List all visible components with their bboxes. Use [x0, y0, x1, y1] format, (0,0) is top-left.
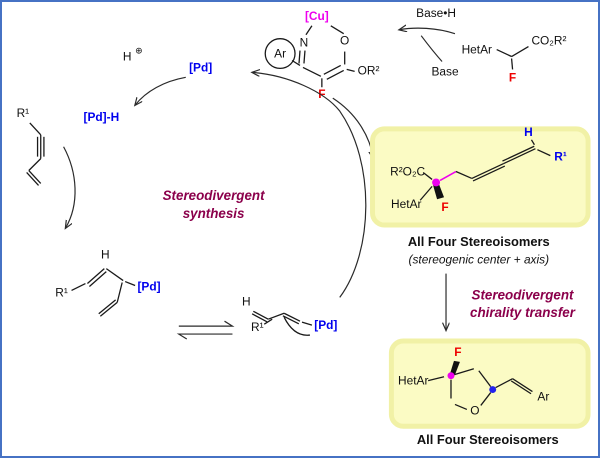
stereodivergent-synthesis-line1: Stereodivergent [163, 188, 265, 203]
chirality-transfer-line1: Stereodivergent [472, 287, 574, 302]
aryl-label: Ar [274, 47, 286, 61]
allene-product: R²O₂C HetAr F H R¹ All Four Stereoisomer… [370, 125, 591, 267]
allene-caption: All Four Stereoisomers [408, 234, 550, 249]
h-plus-superscript: ⊕ [135, 46, 142, 56]
r1-int1-label: R¹ [55, 285, 68, 299]
chirality-transfer-step: Stereodivergent chirality transfer [446, 273, 576, 331]
pd-int1-label: [Pd] [137, 279, 160, 293]
furan-highlight-box [388, 338, 591, 429]
hetar-reactant-label: HetAr [462, 43, 492, 57]
furan-caption: All Four Stereoisomers [417, 432, 559, 447]
fluorine-product-label: F [441, 200, 448, 214]
r1-allene-label: R¹ [554, 150, 567, 164]
pd-to-pdh-arrow [135, 76, 186, 105]
pd-catalyst-label: [Pd] [189, 60, 212, 74]
product-forming-arrow [332, 97, 374, 158]
fluorine-furan-label: F [454, 345, 461, 359]
h-plus-label: H [123, 49, 132, 63]
ar-furan-label: Ar [537, 390, 549, 404]
deprotonation-arrow [399, 28, 456, 35]
allyl-pd-intermediate-2: H R¹ [Pd] [242, 294, 337, 336]
allene-subcaption: (stereogenic center + axis) [409, 253, 550, 267]
ring-oxygen-label: O [470, 403, 479, 417]
equilibrium-arrows [176, 320, 235, 340]
fluoro-ester-reactant: HetAr CO₂R² F [462, 34, 567, 85]
h-int2-label: H [242, 294, 251, 308]
base-h-label: Base•H [416, 6, 456, 20]
cu-enolate-complex: [Cu] N O Ar OR² F [264, 9, 380, 101]
insertion-arrow [63, 146, 76, 228]
pd-int2-label: [Pd] [314, 318, 337, 332]
vinyl-pd-intermediate-1: H R¹ [Pd] [55, 248, 161, 317]
stereocenter-dot-magenta [447, 372, 455, 380]
enyne-substrate: R¹ [17, 106, 45, 186]
eta3-allyl-curve [283, 316, 311, 336]
h-allene-label: H [524, 125, 533, 139]
ester-product-label: R²O₂C [390, 164, 425, 178]
hetar-furan-label: HetAr [398, 374, 428, 388]
stereocenter-dot-blue [489, 386, 497, 394]
chirality-transfer-line2: chirality transfer [470, 305, 576, 320]
aryl-ring-circle [264, 38, 296, 70]
cu-label: [Cu] [305, 9, 329, 23]
base-label: Base [431, 64, 459, 78]
fluorine-reactant-label: F [509, 70, 516, 84]
hetar-product-label: HetAr [391, 197, 421, 211]
deprotonation-arrows: Base•H Base [399, 6, 459, 78]
dihydrofuran-product: F HetAr O Ar All Four Stereoisomers [388, 338, 591, 447]
wedge-bond-f2 [449, 360, 460, 375]
r1-enyne-label: R¹ [17, 106, 30, 120]
catalytic-cycle: H ⊕ [Pd] [Pd]-H R¹ H R¹ [Pd] [17, 46, 374, 340]
stereocenter-dot [432, 178, 441, 187]
or2-label: OR² [358, 63, 380, 77]
nitrogen-atom-label: N [300, 36, 309, 50]
oxygen-atom-label: O [340, 34, 349, 48]
wedge-bond-f [433, 184, 445, 200]
fluorine-label-complex: F [318, 87, 325, 101]
stereodivergent-synthesis-line2: synthesis [183, 206, 245, 221]
r1-int2-label: R¹ [251, 320, 264, 334]
h-int1-label: H [101, 248, 110, 262]
pd-hydride-label: [Pd]-H [83, 110, 119, 124]
ester-reactant-label: CO₂R² [531, 34, 566, 48]
base-curve-arrow [420, 35, 443, 62]
turnover-arrow [252, 72, 367, 298]
